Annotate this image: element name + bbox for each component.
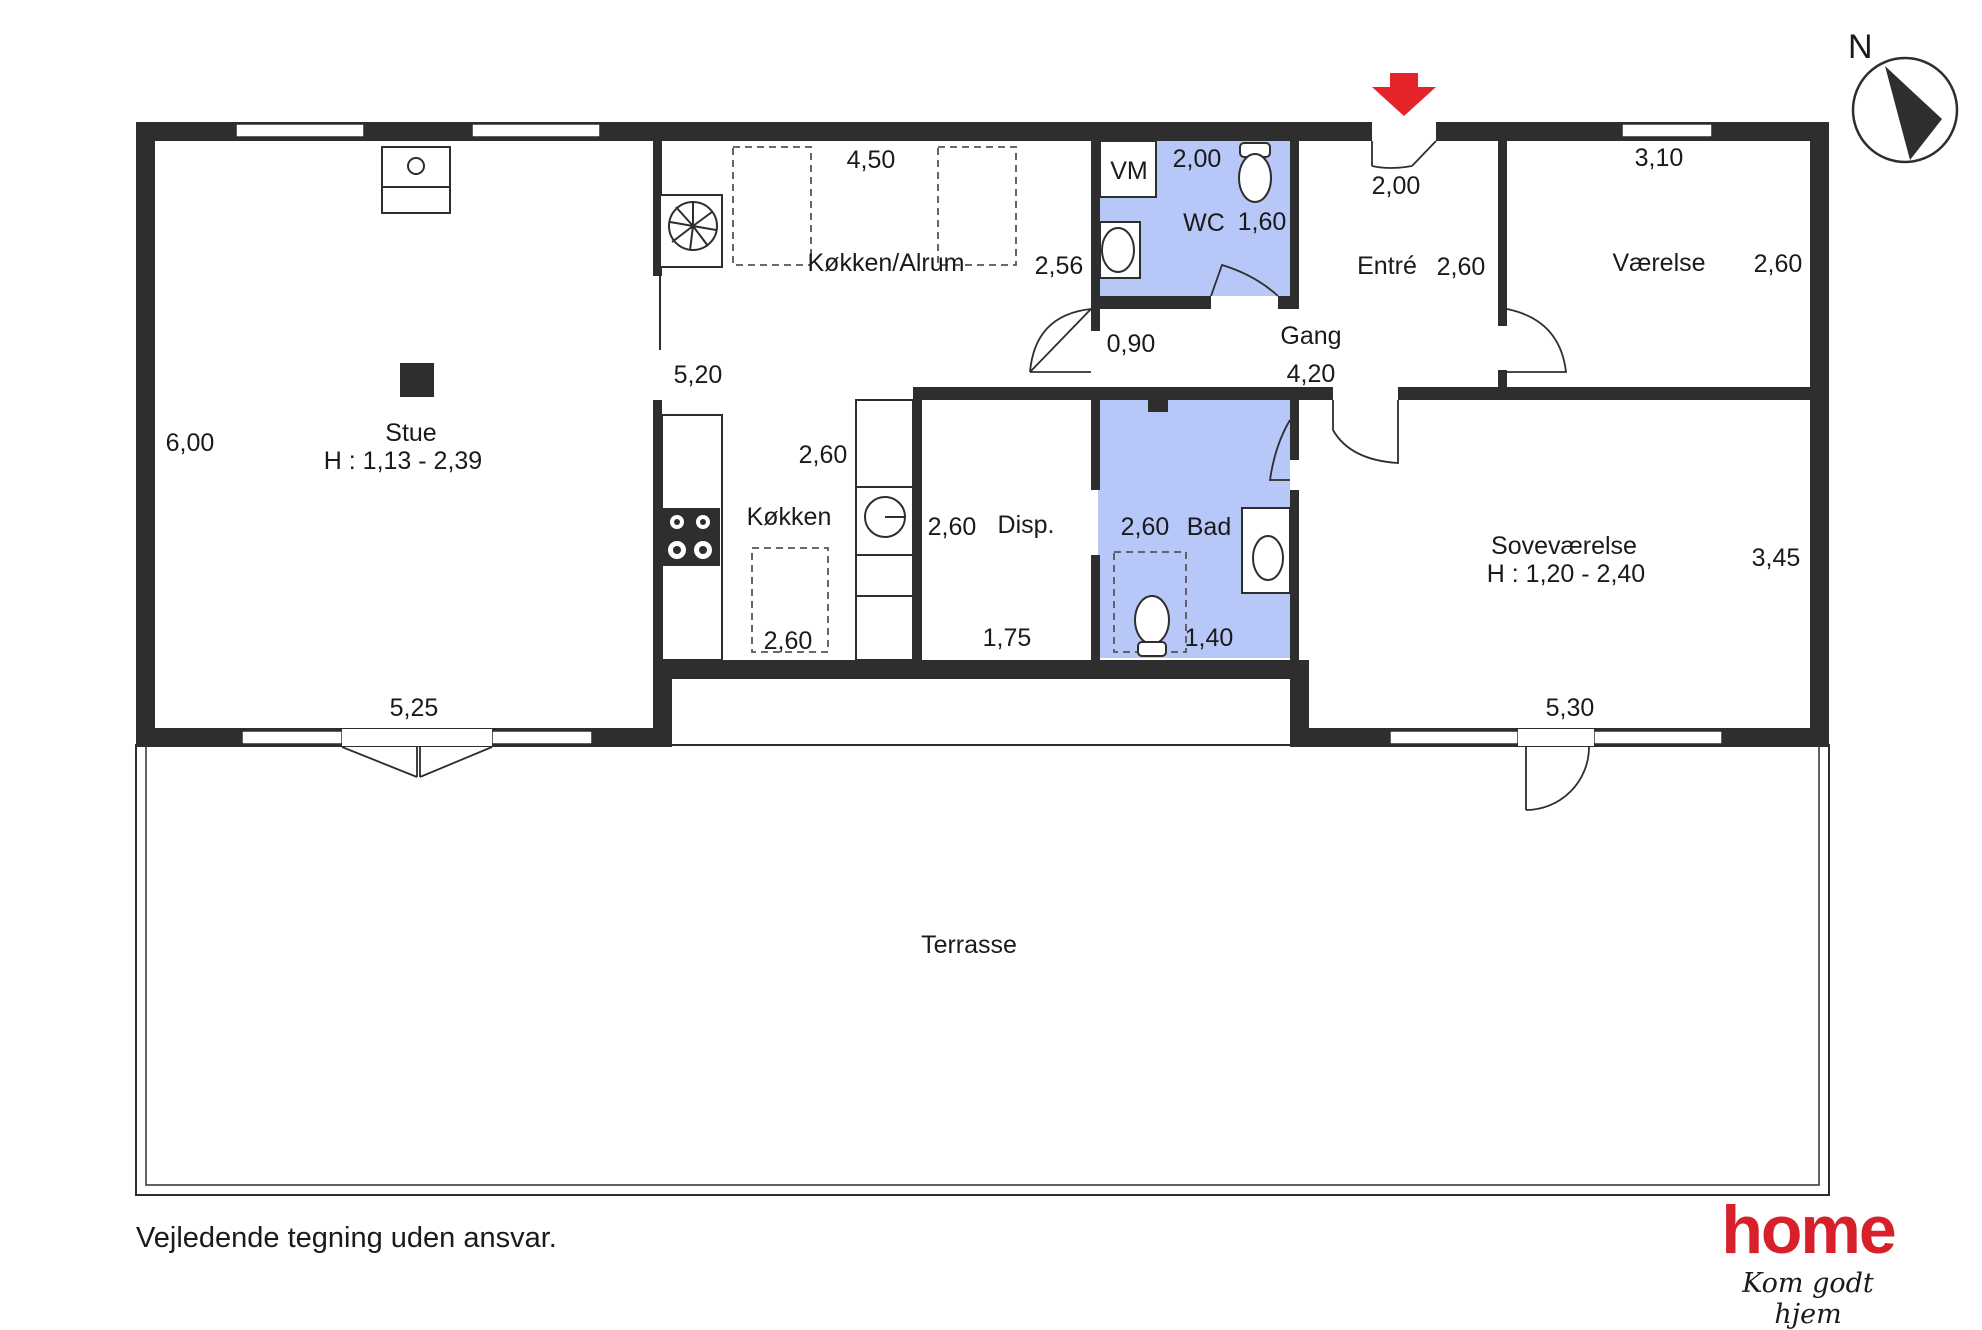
alrum-dim-top: 4,50 — [847, 146, 896, 174]
hob — [662, 508, 720, 566]
chimney — [400, 363, 434, 397]
disp-dim-bottom: 1,75 — [983, 624, 1032, 652]
disp-name: Disp. — [998, 511, 1055, 539]
doors — [341, 140, 1594, 811]
disp-dim-side: 2,60 — [928, 513, 977, 541]
vaerelse-name: Værelse — [1612, 249, 1705, 277]
labels: Stue H : 1,13 - 2,39 5,25 6,00 4,50 Køkk… — [166, 144, 1803, 959]
stove — [381, 146, 451, 214]
bad-dim-side: 2,60 — [1121, 513, 1170, 541]
gang-dim-length: 4,20 — [1287, 360, 1336, 388]
bad-name: Bad — [1187, 513, 1231, 541]
sovevaerelse-dim-bottom: 5,30 — [1546, 694, 1595, 722]
fixtures — [381, 140, 1291, 661]
entre-name: Entré — [1357, 252, 1417, 280]
terrasse-name: Terrasse — [921, 931, 1017, 959]
north-arrow-icon — [1885, 66, 1942, 160]
vaerelse-dim-top: 3,10 — [1635, 144, 1684, 172]
entrance-opening — [1372, 121, 1436, 142]
alrum-dim-side: 2,56 — [1035, 252, 1084, 280]
sovevaerelse-height: H : 1,20 - 2,40 — [1487, 560, 1645, 588]
entre-dim-top: 2,00 — [1372, 172, 1421, 200]
vaerelse-dim-side: 2,60 — [1754, 250, 1803, 278]
terrace — [135, 744, 1830, 1196]
alrum-name: Køkken/Alrum — [808, 249, 965, 277]
brand-logo: home Kom godt hjem — [1708, 1192, 1908, 1330]
brand-name: home — [1721, 1192, 1896, 1268]
wc-dim-side: 1,60 — [1238, 208, 1287, 236]
stue-name: Stue — [385, 419, 436, 447]
sovevaerelse-dim-side: 3,45 — [1752, 544, 1801, 572]
kokken-dim-bottom: 2,60 — [764, 627, 813, 655]
gang-name: Gang — [1280, 322, 1341, 350]
stue-dim-depth: 6,00 — [166, 429, 215, 457]
compass-label: N — [1848, 28, 1873, 66]
stue-dim-width: 5,25 — [390, 694, 439, 722]
alrum-dim-passage: 5,20 — [674, 361, 723, 389]
gang-dim-opening: 0,90 — [1107, 330, 1156, 358]
entrance-arrow — [1372, 73, 1436, 116]
disclaimer-text: Vejledende tegning uden ansvar. — [136, 1222, 557, 1254]
vm-label: VM — [1110, 157, 1148, 185]
wc-dim-top: 2,00 — [1173, 145, 1222, 173]
sovevaerelse-name: Soveværelse — [1491, 532, 1637, 560]
kokken-name: Køkken — [747, 503, 832, 531]
kokken-dim-side: 2,60 — [799, 441, 848, 469]
stue-height: H : 1,13 - 2,39 — [324, 447, 482, 475]
windows — [235, 123, 1723, 745]
entre-dim-side: 2,60 — [1437, 253, 1486, 281]
bad-dim-bottom: 1,40 — [1185, 624, 1234, 652]
wc-name: WC — [1183, 209, 1225, 237]
compass: N — [1848, 28, 1959, 164]
